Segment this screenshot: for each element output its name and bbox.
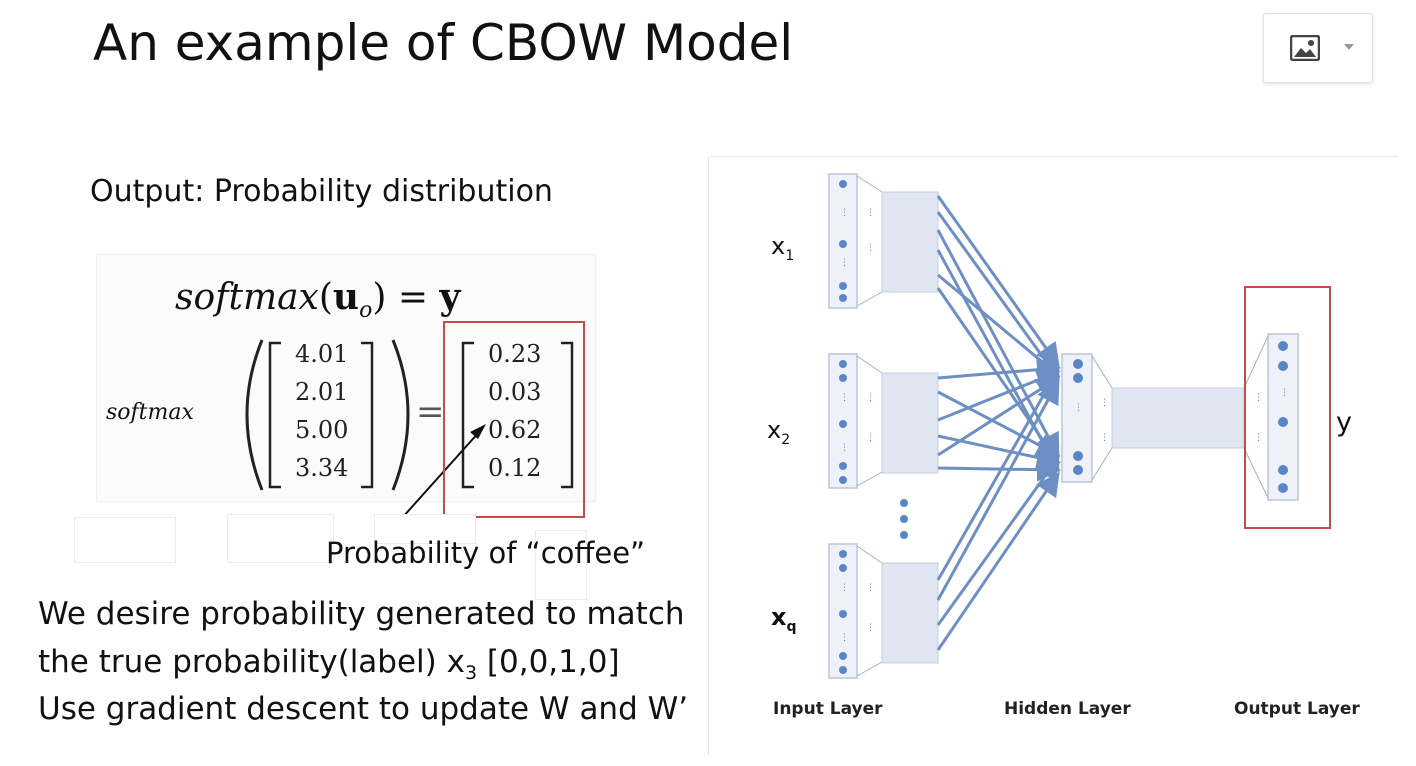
formula-panel xyxy=(96,254,596,502)
output-layer-label: Output Layer xyxy=(1234,699,1360,719)
body-line-2: the true probability(label) x3 [0,0,1,0] xyxy=(38,644,620,685)
svg-text:⋮: ⋮ xyxy=(840,208,849,218)
empty-cell xyxy=(374,514,476,544)
hidden-layer-label: Hidden Layer xyxy=(1004,699,1131,719)
svg-text:⋮: ⋮ xyxy=(1100,433,1109,443)
softmax-argument-sub: o xyxy=(359,298,373,324)
svg-text:⋮: ⋮ xyxy=(866,243,875,253)
empty-cell xyxy=(74,517,176,563)
definition-equals: = xyxy=(397,277,428,318)
svg-text:⋮: ⋮ xyxy=(840,583,849,593)
input-label-xq: xq xyxy=(771,603,797,635)
softmax-definition: softmax(uo) = y xyxy=(175,276,461,324)
svg-text:⋮: ⋮ xyxy=(840,633,849,643)
input-layer-label: Input Layer xyxy=(773,699,883,719)
softmax-label: softmax xyxy=(106,400,194,425)
softmax-result: y xyxy=(439,276,461,318)
softmax-argument: u xyxy=(332,276,360,318)
image-options-button[interactable] xyxy=(1263,13,1373,83)
svg-text:⋮: ⋮ xyxy=(1280,388,1289,398)
probability-annotation: Probability of “coffee” xyxy=(326,536,646,570)
panel-divider xyxy=(708,157,709,755)
svg-text:⋮: ⋮ xyxy=(866,208,875,218)
body-line-3: Use gradient descent to update W and W’ xyxy=(38,691,689,727)
svg-text:⋮: ⋮ xyxy=(1074,403,1083,413)
panel-divider-top xyxy=(708,156,1398,157)
svg-text:⋮: ⋮ xyxy=(840,443,849,453)
svg-text:⋮: ⋮ xyxy=(1100,398,1109,408)
input-label-x1: x1 xyxy=(771,232,795,264)
output-highlight-box xyxy=(1244,286,1331,529)
svg-text:⋮: ⋮ xyxy=(866,393,875,403)
output-value: 0.12 xyxy=(488,454,542,482)
input-value: 3.34 xyxy=(295,454,349,482)
body-line-1: We desire probability generated to match xyxy=(38,596,685,632)
output-highlight-box xyxy=(443,321,585,518)
svg-text:⋮: ⋮ xyxy=(866,623,875,633)
svg-text:⋮: ⋮ xyxy=(866,583,875,593)
input-label-x2: x2 xyxy=(767,416,791,448)
input-value: 5.00 xyxy=(295,416,349,444)
svg-text:⋮: ⋮ xyxy=(1254,433,1263,443)
chevron-down-icon xyxy=(1344,44,1354,50)
output-layer: ⋮ ⋮ ⋮ xyxy=(1243,286,1331,529)
vector-equals: = xyxy=(416,392,445,432)
output-heading: Output: Probability distribution xyxy=(90,174,553,209)
svg-text:⋮: ⋮ xyxy=(840,258,849,268)
input-value: 4.01 xyxy=(295,340,349,368)
input-group-xq: ⋮ ⋮ ⋮ ⋮ xyxy=(828,543,939,679)
output-label-y: y xyxy=(1336,407,1352,438)
input-value: 2.01 xyxy=(295,378,349,406)
output-value: 0.23 xyxy=(488,340,542,368)
input-group-x2: ⋮ ⋮ ⋮ ⋮ xyxy=(828,353,939,489)
hidden-layer: ⋮ ⋮ ⋮ xyxy=(1061,353,1245,483)
slide-title: An example of CBOW Model xyxy=(93,14,794,72)
softmax-function: softmax xyxy=(175,277,319,318)
svg-text:⋮: ⋮ xyxy=(866,433,875,443)
weight-connections xyxy=(936,195,1061,651)
svg-text:⋮: ⋮ xyxy=(1254,393,1263,403)
svg-text:⋮: ⋮ xyxy=(840,393,849,403)
output-value: 0.03 xyxy=(488,378,542,406)
output-value: 0.62 xyxy=(488,416,542,444)
empty-cell xyxy=(227,514,334,563)
image-icon xyxy=(1290,35,1320,61)
input-group-x1: ⋮ ⋮ ⋮ ⋮ xyxy=(828,173,939,309)
empty-cell xyxy=(535,530,587,600)
